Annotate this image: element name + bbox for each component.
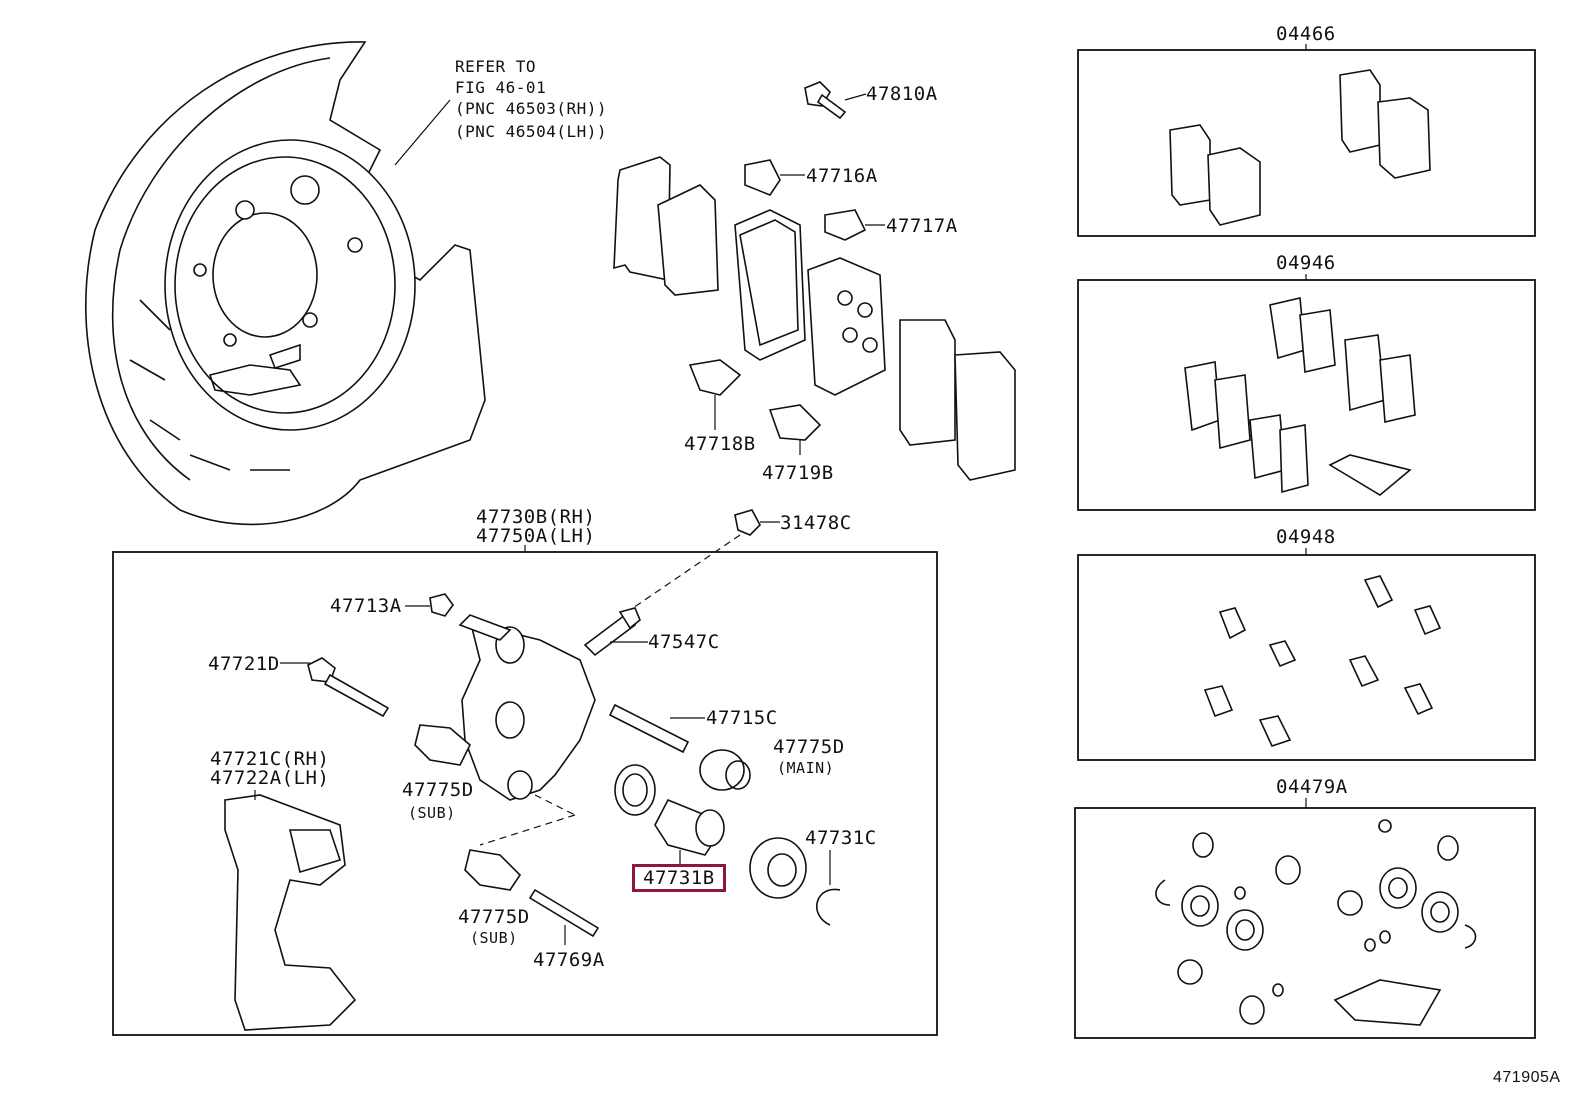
kit-label-04466[interactable]: 04466 xyxy=(1276,23,1336,45)
part-label-47719B[interactable]: 47719B xyxy=(762,462,834,484)
bolt-47810A-drawing xyxy=(804,81,867,120)
kit-04466-box xyxy=(1077,49,1536,237)
kit-04479A-box xyxy=(1074,807,1536,1039)
part-label-main-note: (MAIN) xyxy=(777,759,835,777)
refer-note-line1: REFER TO xyxy=(455,57,537,76)
backing-plate-drawing xyxy=(85,41,486,526)
pads-drawing xyxy=(613,156,1016,481)
part-label-47750A[interactable]: 47750A(LH) xyxy=(476,525,596,547)
caliper-parts-drawing xyxy=(224,593,841,1031)
part-label-47810A[interactable]: 47810A xyxy=(866,83,938,105)
figure-id: 471905A xyxy=(1493,1069,1561,1086)
kit-label-04948[interactable]: 04948 xyxy=(1276,526,1336,548)
part-label-47717A[interactable]: 47717A xyxy=(886,215,958,237)
kit-04948-box xyxy=(1077,554,1536,761)
part-label-47721C[interactable]: 47721C(RH) xyxy=(210,748,330,770)
cap-31478C-drawing xyxy=(629,509,780,611)
refer-note-line4: (PNC 46504(LH)) xyxy=(455,122,607,141)
part-label-47730B[interactable]: 47730B(RH) xyxy=(476,506,596,528)
part-label-47547C[interactable]: 47547C xyxy=(648,631,720,653)
refer-note-line2: FIG 46-01 xyxy=(455,78,547,97)
kit-04948-parts xyxy=(1203,575,1442,747)
part-label-47775D-sub1[interactable]: 47775D xyxy=(402,779,474,801)
part-label-47731C[interactable]: 47731C xyxy=(805,827,877,849)
part-label-47775D-main[interactable]: 47775D xyxy=(773,736,845,758)
part-label-47722A[interactable]: 47722A(LH) xyxy=(210,767,330,789)
kit-04946-parts xyxy=(1184,297,1416,496)
part-label-47731B-highlighted[interactable]: 47731B xyxy=(632,864,726,892)
part-label-sub1-note: (SUB) xyxy=(408,804,456,822)
kit-04479A-parts xyxy=(1155,819,1477,1026)
part-label-47716A[interactable]: 47716A xyxy=(806,165,878,187)
refer-note-line3: (PNC 46503(RH)) xyxy=(455,99,607,118)
part-label-sub2-note: (SUB) xyxy=(470,929,518,947)
part-label-31478C[interactable]: 31478C xyxy=(780,512,852,534)
kit-04466-parts xyxy=(1169,69,1431,226)
kit-label-04946[interactable]: 04946 xyxy=(1276,252,1336,274)
part-label-47775D-sub2[interactable]: 47775D xyxy=(458,906,530,928)
part-label-47721D[interactable]: 47721D xyxy=(208,653,280,675)
kit-label-04479A[interactable]: 04479A xyxy=(1276,776,1348,798)
part-label-47715C[interactable]: 47715C xyxy=(706,707,778,729)
clips-drawing xyxy=(688,159,885,455)
part-label-47769A[interactable]: 47769A xyxy=(533,949,605,971)
part-label-47718B[interactable]: 47718B xyxy=(684,433,756,455)
part-label-47713A[interactable]: 47713A xyxy=(330,595,402,617)
